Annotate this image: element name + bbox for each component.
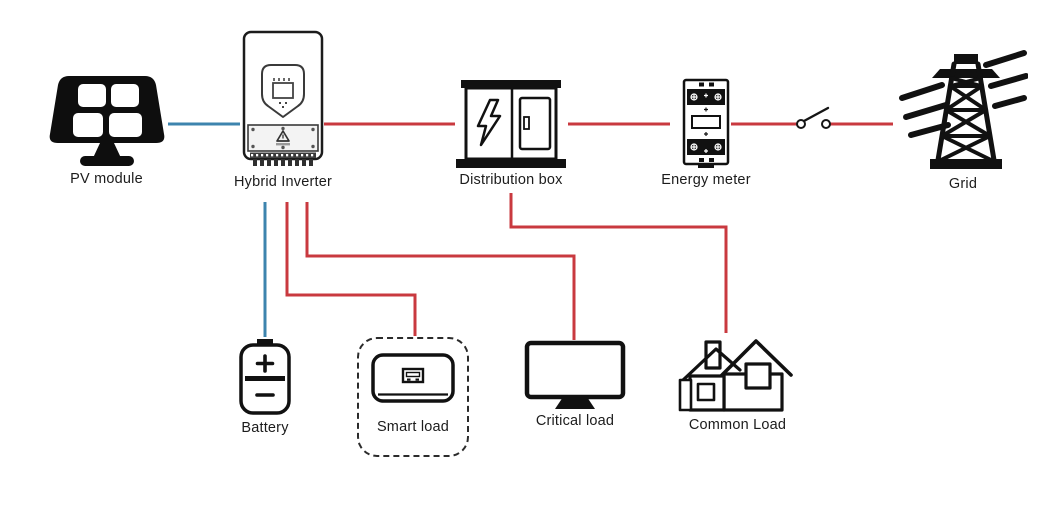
monitor-icon [524,340,626,409]
distribution-box-label: Distribution box [459,172,563,188]
node-pv-module: PV module [39,72,174,187]
inverter-to-critical-load-line [305,202,576,340]
node-battery: Battery [205,337,325,436]
node-critical-load: Critical load [513,340,637,429]
house-icon [678,339,793,412]
smart-load-device-icon [371,353,455,403]
critical-load-label: Critical load [535,413,615,429]
energy-meter-icon [682,78,730,168]
hybrid-inverter-icon [242,30,324,166]
distribution-to-common-load-line [509,193,728,333]
node-distribution-box: Distribution box [441,78,581,188]
node-energy-meter: Energy meter [646,78,766,188]
smart-load-label: Smart load [376,419,450,435]
ac-lines [285,122,893,340]
distribution-box-icon [456,80,566,168]
battery-label: Battery [241,420,289,436]
solar-panel-icon [49,76,164,166]
hybrid-inverter-label: Hybrid Inverter [233,174,333,190]
common-load-label: Common Load [688,417,787,433]
battery-icon [239,339,291,415]
energy-meter-label: Energy meter [661,172,751,188]
inverter-to-smart-load-line [285,202,417,336]
grid-tower-icon [899,50,1028,169]
dc-lines [168,122,267,337]
node-common-load: Common Load [675,334,800,433]
grid-switch-icon [796,106,831,129]
node-grid: Grid [898,38,1028,192]
node-smart-load: Smart load [357,337,469,457]
node-hybrid-inverter: Hybrid Inverter [213,30,353,190]
pv-module-label: PV module [70,171,143,187]
grid-label: Grid [948,176,978,192]
